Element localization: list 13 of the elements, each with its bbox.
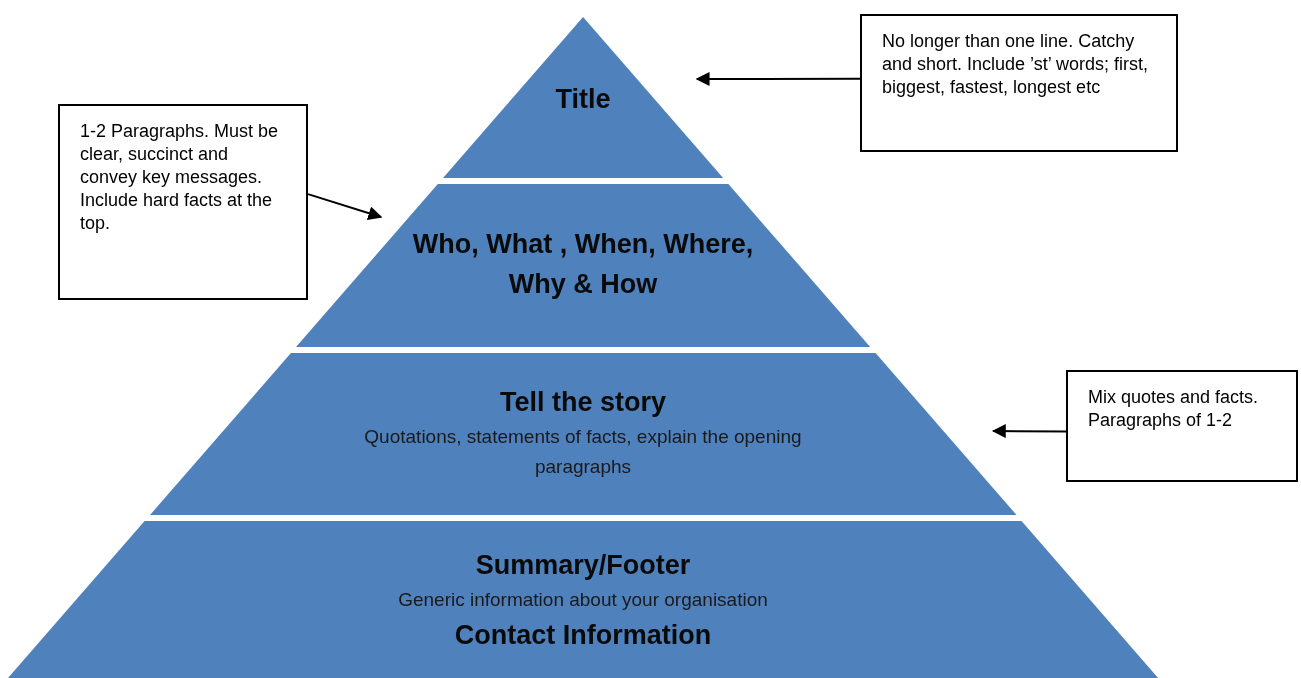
tier-heading: Tell the story: [499, 386, 666, 419]
note-box: Mix quotes and facts. Paragraphs of 1-2: [1066, 370, 1298, 482]
tier-heading: Summary/Footer: [475, 549, 691, 582]
note-box: No longer than one line. Catchy and short. Include ’st’ words; first, biggest, fastest, longest etc: [860, 14, 1178, 152]
note-box: 1-2 Paragraphs. Must be clear, succinct and convey key messages. Include hard facts at the top.: [58, 104, 308, 300]
tier-description: Generic information about your organisation: [398, 588, 768, 612]
tier-heading: Who, What , When, Where, Why & How: [411, 228, 755, 301]
tier-heading: Contact Information: [454, 619, 712, 652]
arrow: [695, 72, 861, 86]
arrow: [991, 424, 1067, 439]
arrow: [307, 193, 383, 220]
tier-heading: Title: [555, 83, 611, 116]
tier-description: Quotations, statements of facts, explain the opening paragraphs: [363, 425, 803, 479]
